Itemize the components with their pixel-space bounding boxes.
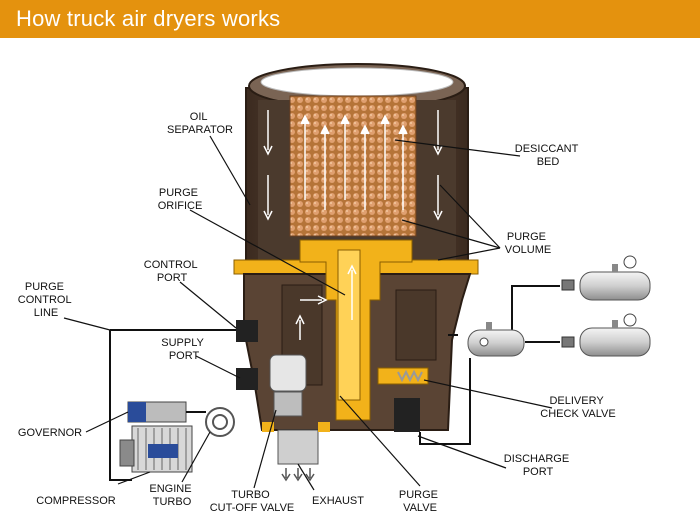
label-oil-separator: OIL SEPARATOR bbox=[167, 111, 233, 136]
label-governor: GOVERNOR bbox=[18, 427, 82, 439]
desiccant-bed bbox=[290, 96, 416, 236]
turbo-cutoff-valve bbox=[270, 355, 306, 416]
supply-port-fitting bbox=[236, 368, 258, 390]
reservoir-tank-upper bbox=[562, 256, 650, 300]
air-dryer-diagram: OIL SEPARATOR PURGE ORIFICE CONTROL PORT… bbox=[0, 38, 700, 526]
page-title: How truck air dryers works bbox=[16, 6, 280, 32]
title-banner: How truck air dryers works bbox=[0, 0, 700, 38]
label-delivery-check-valve: DELIVERY CHECK VALVE bbox=[540, 395, 615, 420]
label-compressor: COMPRESSOR bbox=[36, 495, 116, 507]
label-turbo-cutoff-valve: TURBO CUT-OFF VALVE bbox=[210, 489, 295, 514]
wet-tank bbox=[468, 322, 524, 356]
reservoir-tank-lower bbox=[562, 314, 650, 356]
label-discharge-port: DISCHARGE PORT bbox=[504, 453, 572, 478]
governor bbox=[128, 402, 186, 422]
label-purge-orifice: PURGE ORIFICE bbox=[158, 187, 203, 212]
label-exhaust: EXHAUST bbox=[312, 495, 364, 507]
discharge-port-fitting bbox=[394, 398, 420, 432]
label-engine-turbo: ENGINE TURBO bbox=[149, 483, 194, 508]
control-port-fitting bbox=[236, 320, 258, 342]
exhaust-outlet bbox=[278, 430, 318, 480]
base-flange-right bbox=[318, 422, 330, 432]
label-desiccant-bed: DESICCANT BED bbox=[515, 143, 581, 168]
label-purge-valve: PURGE VALVE bbox=[399, 489, 441, 514]
engine-turbo bbox=[206, 408, 234, 436]
label-purge-volume: PURGE VOLUME bbox=[505, 231, 551, 256]
compressor bbox=[120, 426, 192, 472]
label-purge-control-line: PURGE CONTROL LINE bbox=[18, 281, 74, 319]
label-control-port: CONTROL PORT bbox=[144, 259, 200, 284]
